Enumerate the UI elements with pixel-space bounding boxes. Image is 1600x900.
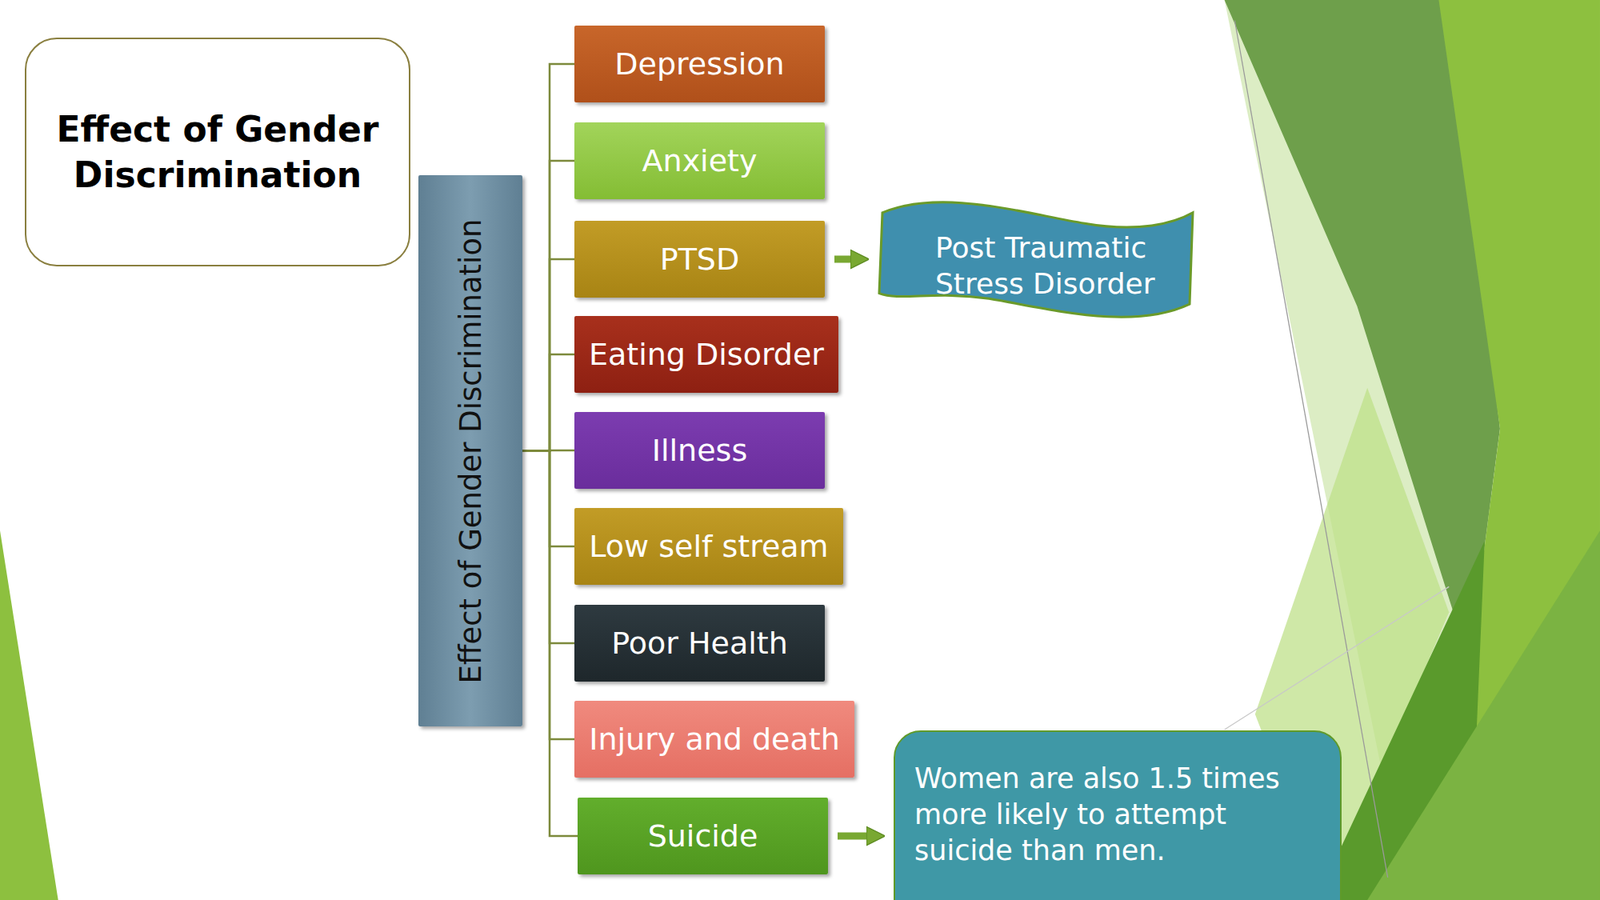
tree-connector <box>522 64 575 452</box>
slide-title: Effect of Gender Discrimination <box>24 37 411 267</box>
effect-box: Eating Disorder <box>574 316 839 393</box>
tree-connector <box>522 451 575 740</box>
lower-shard <box>1367 530 1600 900</box>
node-text: Post Traumatic Stress Disorder <box>877 199 1196 302</box>
node-text: Low self stream <box>588 528 828 564</box>
category-bar: Effect of Gender Discrimination <box>418 175 523 727</box>
effect-box: Injury and death <box>574 700 855 778</box>
node-text: Poor Health <box>611 625 788 661</box>
tree-connector <box>522 354 575 452</box>
node-text: Eating Disorder <box>588 336 824 372</box>
effect-box: Anxiety <box>574 122 825 200</box>
tree-connector <box>522 451 578 837</box>
tree-connector <box>522 259 575 452</box>
node-text: PTSD <box>660 241 740 277</box>
effect-box: Illness <box>574 412 825 489</box>
tree-connector <box>522 160 575 452</box>
node-text: Women are also 1.5 times more likely to … <box>895 732 1340 884</box>
block-arrow <box>837 832 878 840</box>
block-arrow <box>834 256 862 264</box>
effect-box: Low self stream <box>574 508 844 585</box>
note-callout: Women are also 1.5 times more likely to … <box>893 730 1342 900</box>
effect-box: Depression <box>574 25 825 103</box>
wave-banner: Post Traumatic Stress Disorder <box>877 199 1196 334</box>
node-text: Anxiety <box>642 143 758 179</box>
node-text: Depression <box>614 46 784 82</box>
tree-connector <box>522 451 575 548</box>
node-text: Illness <box>652 432 748 468</box>
node-text: Effect of Gender Discrimination <box>453 218 488 684</box>
effect-box: PTSD <box>574 220 825 298</box>
node-text: Suicide <box>648 818 759 854</box>
thin-line <box>1224 586 1450 730</box>
node-text: Injury and death <box>588 721 840 757</box>
effect-box: Suicide <box>577 797 828 875</box>
left-shard <box>0 530 59 900</box>
tree-connector <box>522 451 575 644</box>
effect-box: Poor Health <box>574 604 825 682</box>
banner-shape <box>877 199 1196 334</box>
